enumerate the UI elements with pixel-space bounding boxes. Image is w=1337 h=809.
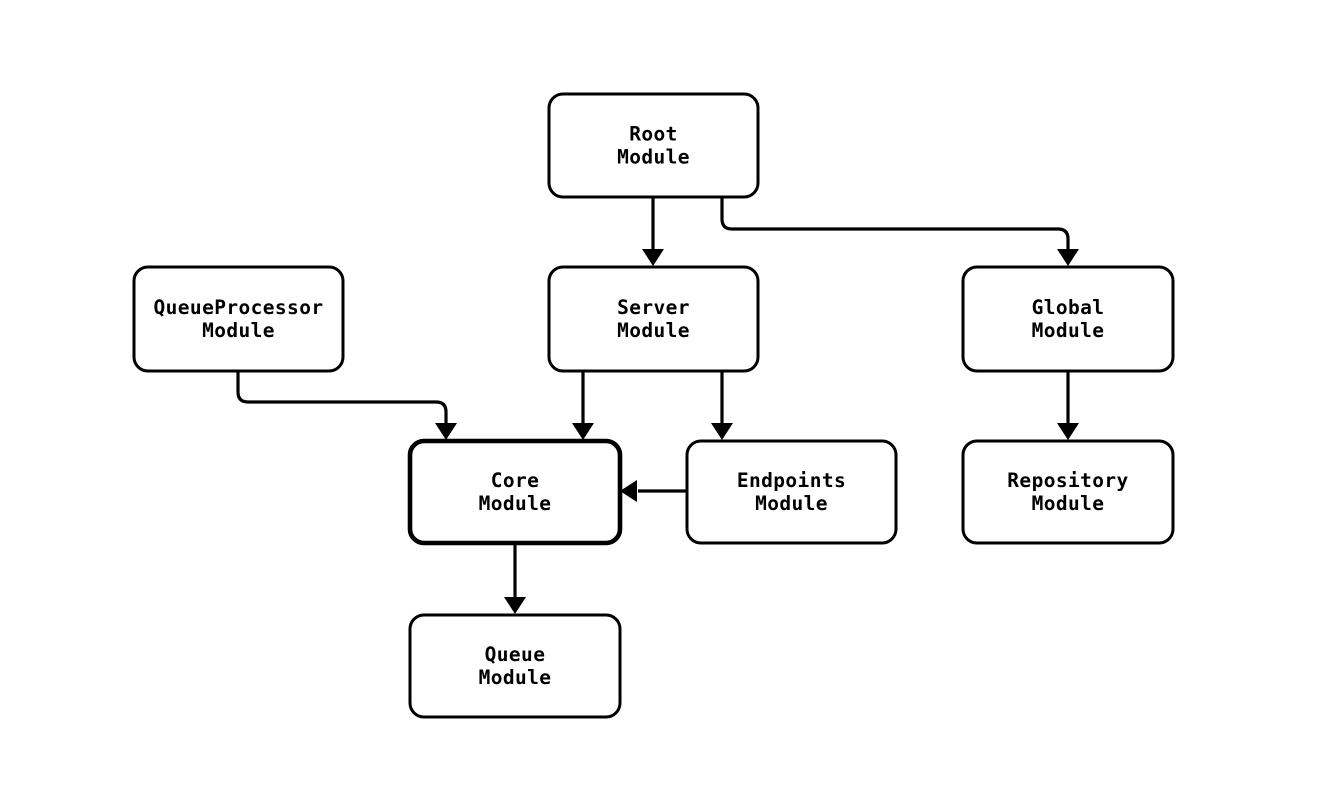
arrow-head-icon <box>1057 249 1079 266</box>
node-label-line1: Endpoints <box>737 469 846 492</box>
arrow-head-icon <box>1057 423 1079 440</box>
edge-line <box>236 371 448 423</box>
node-label-line1: QueueProcessor <box>154 296 324 319</box>
node-label-line1: Global <box>1032 296 1105 319</box>
arrow-head-icon <box>435 423 457 440</box>
node-label-line1: Root <box>629 122 678 145</box>
edge-endpoints-to-core <box>620 480 687 502</box>
edge-server-to-endpoints <box>711 371 733 440</box>
node-box[interactable] <box>961 439 1175 545</box>
arrow-head-icon <box>620 480 637 502</box>
node-label-line2: Module <box>479 492 552 515</box>
arrow-head-icon <box>572 423 594 440</box>
node-label-line2: Module <box>1032 319 1105 342</box>
node-box[interactable] <box>408 613 622 719</box>
node-box[interactable] <box>961 265 1175 373</box>
arrow-head-icon <box>642 249 664 266</box>
edge-global-to-repository <box>1057 371 1079 440</box>
node-box[interactable] <box>407 438 623 546</box>
node-box[interactable] <box>685 439 898 545</box>
edges-layer <box>236 197 1079 614</box>
node-label-line1: Repository <box>1007 469 1128 492</box>
node-label-line2: Module <box>617 145 690 168</box>
node-label-line2: Module <box>755 492 828 515</box>
edge-queueprocessor-to-core <box>236 371 457 440</box>
node-label-line1: Server <box>617 296 690 319</box>
node-label-line1: Queue <box>485 643 546 666</box>
node-label-line2: Module <box>1032 492 1105 515</box>
node-label-line1: Core <box>491 469 540 492</box>
arrow-head-icon <box>504 597 526 614</box>
edge-server-to-core <box>572 371 594 440</box>
node-box[interactable] <box>547 92 760 199</box>
arrow-head-icon <box>711 423 733 440</box>
node-label-line2: Module <box>479 666 552 689</box>
node-label-line2: Module <box>202 319 275 342</box>
node-box[interactable] <box>132 265 345 373</box>
edge-line <box>720 197 1070 249</box>
edge-root-to-global <box>720 197 1079 266</box>
node-label-line2: Module <box>617 319 690 342</box>
edge-core-to-queue <box>504 543 526 614</box>
edge-root-to-server <box>642 197 664 266</box>
node-box[interactable] <box>547 265 760 373</box>
